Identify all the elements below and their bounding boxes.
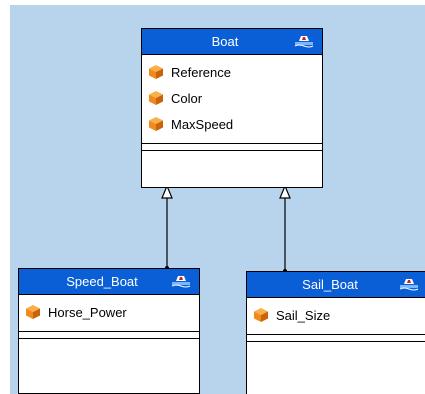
orange-cube-icon <box>26 305 40 319</box>
attribute-reference[interactable]: Reference <box>142 59 322 85</box>
orange-cube-icon <box>149 65 163 79</box>
attribute-label: Horse_Power <box>48 304 127 320</box>
attribute-horse-power[interactable]: Horse_Power <box>19 299 199 325</box>
class-name: Speed_Boat <box>66 274 138 289</box>
orange-cube-icon <box>149 91 163 105</box>
generalization-connectors <box>161 184 291 273</box>
boat-stereotype-icon <box>399 279 419 291</box>
attribute-color[interactable]: Color <box>142 85 322 111</box>
inheritance-arrowhead <box>279 184 291 199</box>
class-speed-boat[interactable]: Speed_Boat Horse_Power <box>18 268 200 394</box>
boat-stereotype-icon <box>294 36 314 48</box>
diagram-canvas: Boat Reference Color MaxSpeed <box>10 5 425 394</box>
operation-compartment <box>247 335 425 342</box>
operation-compartment <box>142 144 322 151</box>
operation-compartment <box>19 332 199 339</box>
attribute-label: MaxSpeed <box>171 116 234 132</box>
attribute-label: Color <box>171 90 203 106</box>
attribute-maxspeed[interactable]: MaxSpeed <box>142 111 322 137</box>
inheritance-arrowhead <box>161 184 173 199</box>
class-sail-boat[interactable]: Sail_Boat Sail_Size <box>246 271 425 394</box>
attribute-sail-size[interactable]: Sail_Size <box>247 302 425 328</box>
class-name: Boat <box>211 34 239 49</box>
class-header[interactable]: Sail_Boat <box>247 272 425 298</box>
attribute-compartment: Reference Color MaxSpeed <box>142 55 322 144</box>
class-header[interactable]: Speed_Boat <box>19 269 199 295</box>
class-name: Sail_Boat <box>302 277 358 292</box>
class-boat[interactable]: Boat Reference Color MaxSpeed <box>141 28 323 188</box>
attribute-label: Sail_Size <box>276 307 331 323</box>
attribute-label: Reference <box>171 64 231 80</box>
attribute-compartment: Sail_Size <box>247 298 425 335</box>
attribute-compartment: Horse_Power <box>19 295 199 332</box>
class-header[interactable]: Boat <box>142 29 322 55</box>
boat-stereotype-icon <box>171 276 191 288</box>
orange-cube-icon <box>149 117 163 131</box>
orange-cube-icon <box>254 308 268 322</box>
